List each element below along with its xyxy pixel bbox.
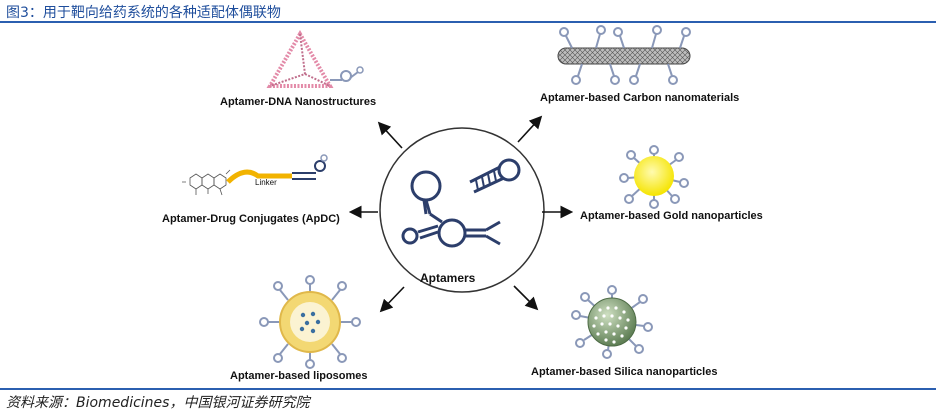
center-aptamers-circle (379, 127, 545, 293)
drug-conjugate-icon (182, 154, 328, 196)
hairpin-aptamer-icon (469, 158, 521, 194)
silica-nanoparticle-icon (571, 285, 653, 359)
liposome-icon (259, 275, 361, 369)
label-carbon-nanomaterials: Aptamer-based Carbon nanomaterials (540, 92, 740, 104)
label-liposomes: Aptamer-based liposomes (230, 370, 368, 382)
arrow-to-dna-nanostructures (377, 121, 403, 149)
arrow-to-silica-nanoparticles (513, 285, 539, 311)
aptamer-structure-icon (401, 170, 501, 248)
bottom-rule (0, 388, 936, 390)
connector-arrows (348, 115, 574, 313)
dna-tetrahedron-icon (266, 29, 364, 88)
arrow-to-liposomes (379, 286, 405, 313)
label-drug-conjugates: Aptamer-Drug Conjugates (ApDC) (162, 213, 340, 225)
arrow-to-carbon-nanomaterials (517, 115, 543, 143)
label-gold-nanoparticles: Aptamer-based Gold nanoparticles (580, 210, 763, 222)
figure-title: 图3：用于靶向给药系统的各种适配体偶联物 (6, 5, 281, 21)
label-silica-nanoparticles: Aptamer-based Silica nanoparticles (531, 366, 718, 378)
top-rule (0, 21, 936, 23)
center-label: Aptamers (420, 271, 476, 285)
drug-molecule-icon (182, 169, 231, 196)
gold-nanoparticle-icon (619, 145, 689, 209)
label-dna-nanostructures: Aptamer-DNA Nanostructures (220, 96, 377, 108)
linker-label: Linker (255, 178, 277, 187)
source-note: 资料来源：Biomedicines，中国银河证券研究院 (6, 395, 310, 411)
carbon-nanotube-icon (557, 25, 691, 85)
